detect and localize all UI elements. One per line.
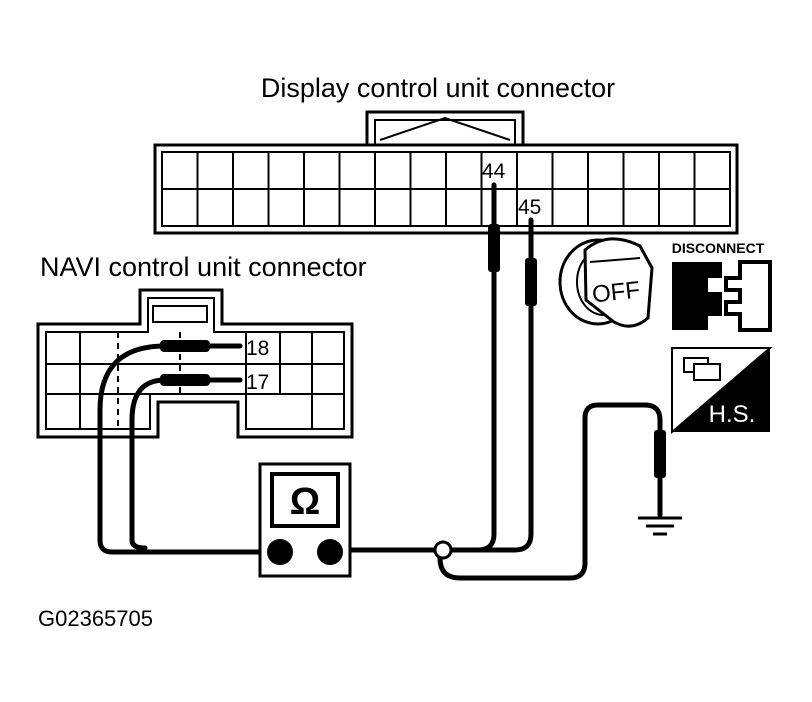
navi-pin-18-label: 18	[246, 337, 269, 360]
ground-symbol-icon	[638, 478, 682, 536]
disconnect-label: DISCONNECT	[672, 240, 765, 256]
test-leads	[97, 182, 663, 581]
display-pin-45-label: 45	[518, 196, 541, 219]
ignition-key-off-icon: OFF	[558, 237, 654, 328]
harness-side-icon: H.S.	[671, 347, 773, 435]
wire-junction	[433, 540, 453, 560]
navi-control-unit-connector	[36, 288, 354, 439]
harness-side-label: H.S.	[709, 401, 756, 428]
meter-terminal-left	[267, 539, 293, 565]
navi-pin-17-label: 17	[246, 371, 269, 394]
ignition-off-label: OFF	[591, 277, 642, 309]
meter-terminal-right	[317, 539, 343, 565]
probe-tips	[160, 224, 666, 478]
figure-id: G02365705	[38, 606, 153, 631]
display-connector-title: Display control unit connector	[261, 73, 615, 103]
ohmmeter: Ω	[258, 462, 352, 578]
ohm-symbol: Ω	[290, 481, 320, 523]
navi-connector-title: NAVI control unit connector	[40, 252, 367, 282]
disconnect-connector-icon: DISCONNECT	[672, 240, 772, 332]
display-pin-44-label: 44	[482, 160, 506, 183]
display-control-unit-connector	[153, 110, 739, 235]
